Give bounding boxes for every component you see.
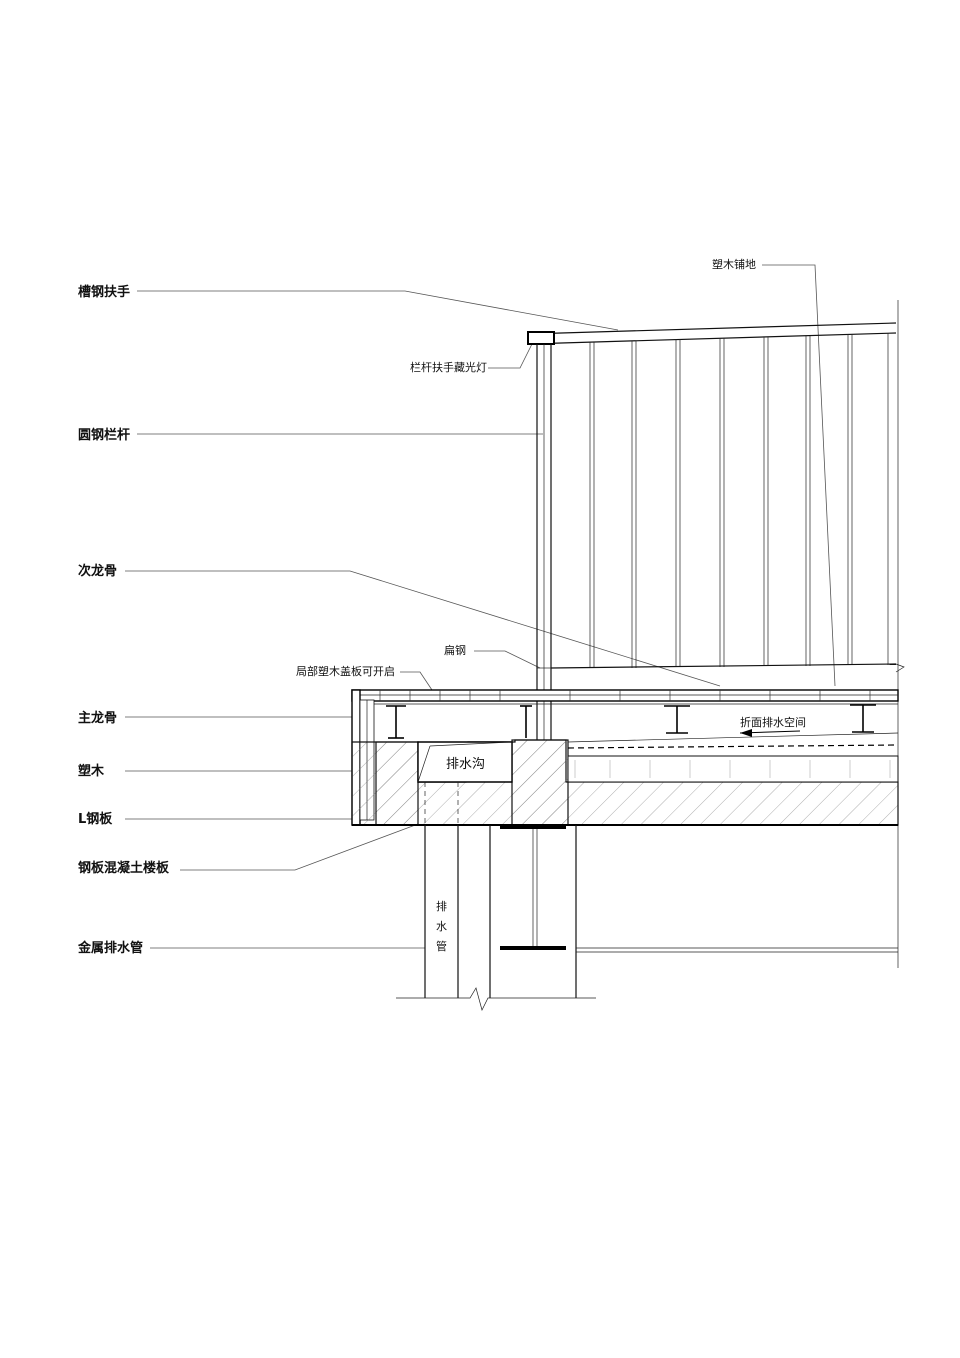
pipe-char-1: 排 [436, 899, 447, 913]
steel-beam [489, 825, 898, 998]
label-flat-steel: 扁钢 [444, 644, 466, 657]
label-removable-wpc-cover: 局部塑木盖板可开启 [296, 664, 395, 678]
drain-pipe: 排 水 管 [424, 782, 459, 998]
label-folded-drain-space: 折面排水空间 [740, 715, 806, 729]
concrete-slab: 排水沟 [351, 732, 899, 826]
label-handrail-hidden-light: 栏杆扶手藏光灯 [410, 360, 487, 374]
label-l-steel-plate: L钢板 [78, 811, 113, 827]
label-steel-concrete-slab: 钢板混凝土楼板 [78, 860, 170, 876]
label-drain-ditch: 排水沟 [446, 757, 485, 772]
main-keel-supports [386, 704, 876, 739]
leader-lines [125, 264, 836, 949]
label-round-steel-baluster: 圆钢栏杆 [78, 427, 130, 443]
label-wpc: 塑木 [78, 763, 105, 779]
label-metal-drain-pipe: 金属排水管 [77, 940, 143, 956]
label-wpc-decking: 塑木铺地 [712, 257, 756, 271]
pipe-char-3: 管 [436, 939, 447, 953]
baluster-rows [589, 333, 889, 668]
pipe-char-2: 水 [436, 920, 447, 933]
label-secondary-keel: 次龙骨 [78, 563, 117, 579]
ground-break-line [396, 987, 596, 1011]
drain-flow-arrow [739, 729, 801, 737]
label-channel-handrail: 槽钢扶手 [78, 284, 130, 300]
handrail-assembly [527, 300, 905, 968]
label-main-keel: 主龙骨 [78, 710, 117, 726]
